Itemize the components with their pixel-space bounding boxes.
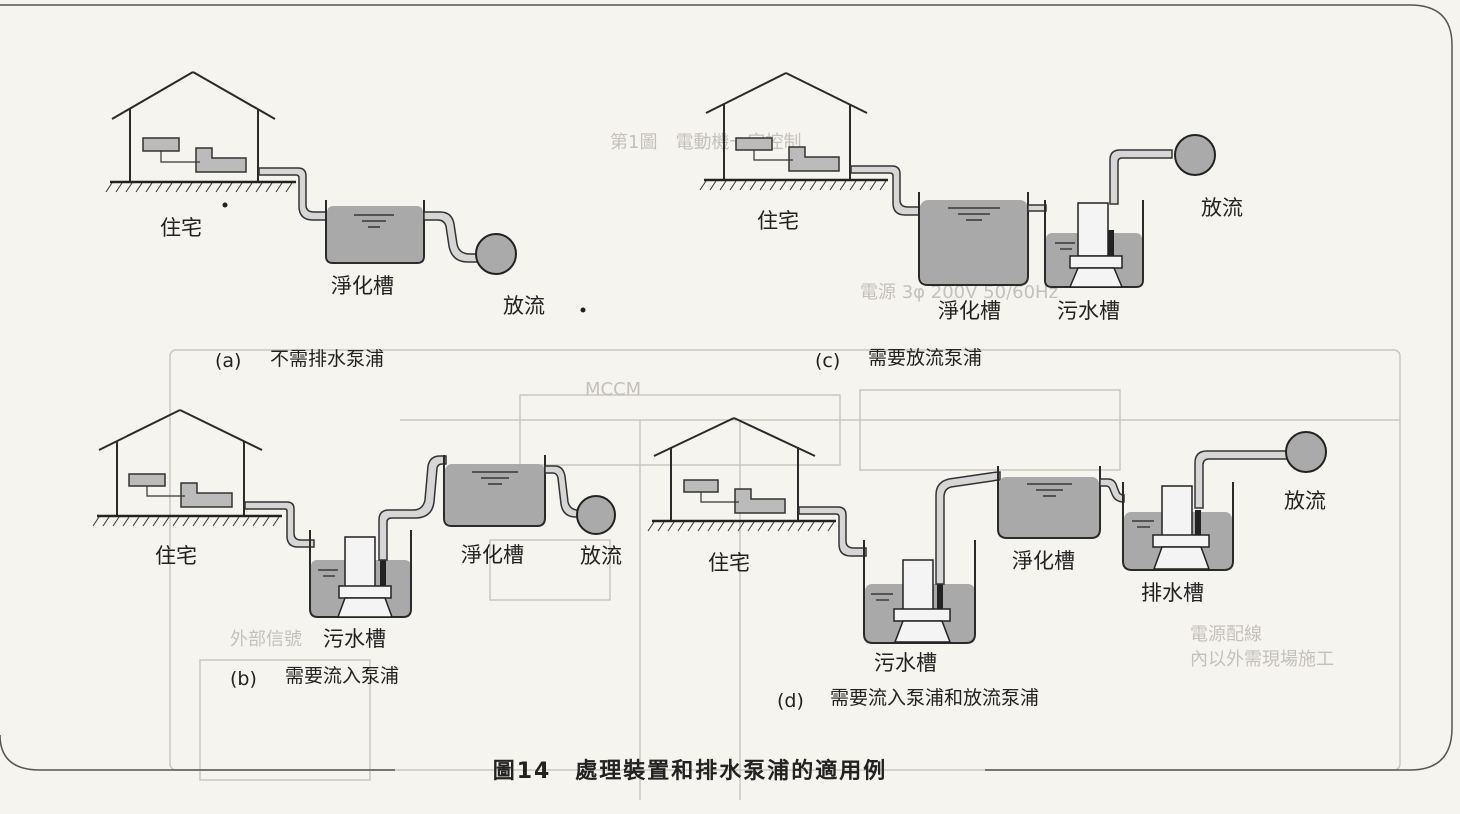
panel-caption: 需要放流泵浦	[868, 347, 982, 369]
label-house: 住宅	[160, 216, 202, 240]
label-septic: 淨化槽	[461, 543, 524, 567]
panel-caption: 不需排水泵浦	[270, 348, 384, 370]
bleed-text-signal: 外部信號	[230, 629, 302, 650]
speck	[222, 202, 228, 208]
figure-title: 圖14 處理裝置和排水泵浦的適用例	[493, 758, 888, 784]
sewage-tank-with-pump	[1044, 200, 1144, 288]
label-house: 住宅	[708, 551, 750, 575]
label-outlet: 放流	[580, 544, 622, 568]
label-septic: 淨化槽	[1012, 549, 1075, 573]
house-icon	[699, 72, 888, 191]
pipe-a2	[423, 211, 479, 263]
panel-d: 放流 住宅 淨化槽 排水槽 污水槽 (d) 需要流入泵浦和放流泵浦	[647, 417, 1327, 712]
bleed-text-mccm: MCCM	[585, 379, 641, 400]
pump-icon	[1152, 485, 1211, 570]
pipe-b1	[244, 501, 315, 548]
label-outlet: 放流	[1284, 489, 1326, 513]
label-septic: 淨化槽	[331, 274, 394, 298]
pipe-b3	[544, 465, 583, 518]
pipe-a1	[258, 167, 329, 221]
pump-icon	[893, 559, 952, 643]
sewage-tank-with-pump	[863, 540, 976, 644]
bleed-text-wiring: 電源配線	[1190, 624, 1262, 645]
pump-icon	[1068, 202, 1124, 288]
label-sewage: 污水槽	[874, 651, 937, 675]
label-septic: 淨化槽	[938, 299, 1001, 323]
panel-letter: (c)	[815, 350, 840, 372]
figure-frame	[0, 4, 1453, 771]
bleed-text-site: 內以外需現場施工	[1190, 649, 1334, 670]
outlet-circle	[576, 495, 616, 535]
pipe-c2	[1109, 149, 1173, 205]
house-icon	[647, 417, 836, 532]
pipe-c-link	[1027, 204, 1047, 212]
panel-letter: (d)	[777, 690, 804, 712]
panel-letter: (b)	[230, 668, 257, 690]
outlet-circle	[1285, 431, 1327, 473]
label-sewage: 污水槽	[323, 627, 386, 651]
label-sewage: 污水槽	[1057, 299, 1120, 323]
outlet-circle	[475, 233, 517, 275]
panel-caption: 需要流入泵浦	[285, 665, 399, 687]
label-outlet: 放流	[503, 294, 545, 318]
house-icon	[92, 409, 282, 527]
pipe-d2	[935, 471, 1001, 585]
speck	[580, 307, 586, 313]
septic-tank	[918, 192, 1029, 286]
pipe-d4	[1194, 450, 1291, 509]
septic-tank	[325, 200, 425, 264]
bleed-text-power: 電源 3φ 200V 50/60Hz	[860, 282, 1058, 303]
panel-b: 住宅 淨化槽 放流 污水槽 (b) 需要流入泵浦	[92, 409, 622, 690]
label-outlet: 放流	[1201, 196, 1243, 220]
pipe-d3	[1099, 478, 1125, 503]
panel-letter: (a)	[215, 350, 241, 372]
pipe-d1	[798, 506, 867, 557]
septic-tank	[997, 466, 1101, 539]
label-drain: 排水槽	[1141, 581, 1204, 605]
outlet-circle	[1174, 134, 1216, 176]
panel-caption: 需要流入泵浦和放流泵浦	[830, 687, 1039, 709]
panel-c: 住宅 放流 淨化槽 污水槽 (c) 需要放流泵浦	[699, 72, 1243, 372]
label-house: 住宅	[155, 544, 197, 568]
pipe-b2	[378, 455, 447, 561]
drain-tank-with-pump	[1122, 482, 1234, 571]
sewage-tank-with-pump	[309, 530, 412, 618]
label-house: 住宅	[757, 209, 799, 233]
septic-tank	[443, 455, 546, 527]
panel-a: 住宅 淨化槽 放流 (a) 不需排水泵浦	[105, 71, 545, 372]
pipe-c1	[850, 165, 921, 216]
house-icon	[105, 71, 296, 193]
pump-icon	[336, 536, 394, 618]
